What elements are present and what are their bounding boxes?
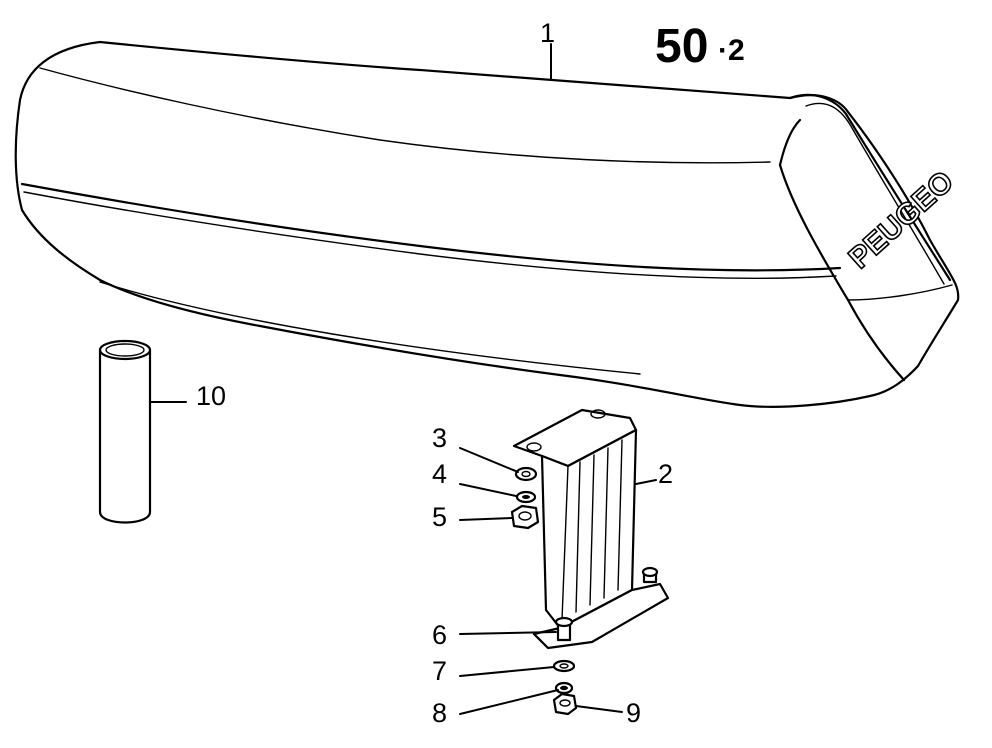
callout-8: 8 — [432, 698, 447, 728]
nut-part-9 — [552, 692, 578, 716]
nut-part-5 — [510, 504, 540, 530]
callout-5: 5 — [432, 502, 447, 532]
callout-3: 3 — [432, 423, 447, 453]
lock-washer-part-4 — [515, 490, 537, 504]
callout-4: 4 — [432, 459, 447, 489]
callout-7: 7 — [432, 656, 447, 686]
callout-9: 9 — [626, 698, 641, 728]
lock-washer-part-8 — [554, 681, 574, 695]
page-code: 50 — [655, 20, 708, 73]
seat-bracket-part — [512, 408, 670, 650]
callout-1: 1 — [540, 18, 555, 48]
callout-2: 2 — [658, 459, 673, 489]
page-code-suffix: ·2 — [718, 34, 745, 67]
washer-part-7 — [552, 659, 576, 673]
seat-part: PEUGEO — [14, 40, 961, 408]
callout-10: 10 — [196, 381, 226, 411]
spacer-tube-part — [98, 339, 152, 524]
callout-6: 6 — [432, 620, 447, 650]
bolt-part-6 — [554, 616, 574, 642]
washer-part-3 — [514, 466, 538, 482]
